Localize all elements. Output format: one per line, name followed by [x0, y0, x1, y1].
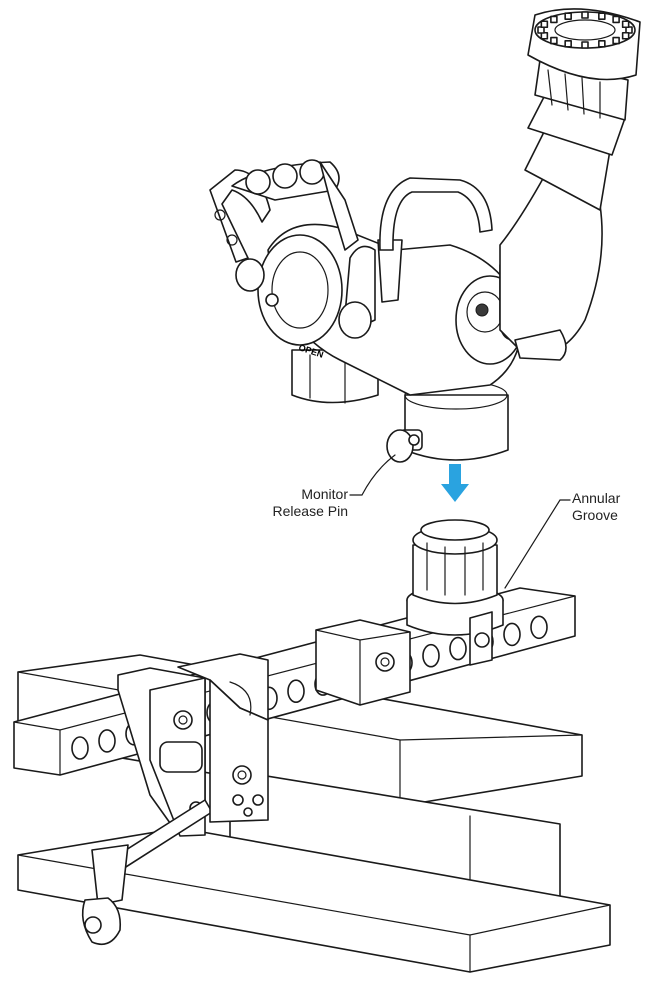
down-arrow-icon: [441, 464, 469, 502]
nozzle-tooth: [581, 41, 589, 49]
release-pin-leader: [349, 454, 396, 496]
nozzle-tooth: [550, 36, 558, 45]
nozzle-tooth: [598, 12, 606, 20]
bar-hole: [98, 729, 116, 753]
nozzle-tooth: [540, 20, 549, 29]
nozzle-tooth: [612, 15, 620, 24]
annular-groove-leader: [504, 499, 571, 589]
left-clamp: [81, 667, 213, 946]
bar-hole: [71, 736, 89, 760]
nozzle-tooth: [621, 20, 630, 29]
nozzle-tooth: [564, 40, 572, 48]
mount-adapter: [406, 519, 504, 666]
nozzle-tooth: [581, 11, 589, 19]
monitor: OPEN: [209, 8, 641, 463]
release-pin: [386, 429, 423, 463]
bar-hole: [449, 636, 467, 661]
nozzle-tooth: [612, 36, 620, 45]
nozzle-tooth: [564, 12, 572, 20]
nozzle-tooth: [621, 31, 630, 40]
right-block: [315, 619, 411, 706]
monitor-release-pin-label: Monitor Release Pin: [272, 486, 349, 519]
bar-hole: [530, 615, 548, 640]
bar-hole: [287, 679, 305, 704]
bar-hole: [422, 643, 440, 668]
nozzle-tooth: [550, 15, 558, 24]
nozzle-tooth: [598, 40, 606, 48]
bar-hole: [503, 622, 521, 647]
annular-groove-label: Annular Groove: [572, 490, 621, 523]
center-bracket: [177, 653, 269, 823]
